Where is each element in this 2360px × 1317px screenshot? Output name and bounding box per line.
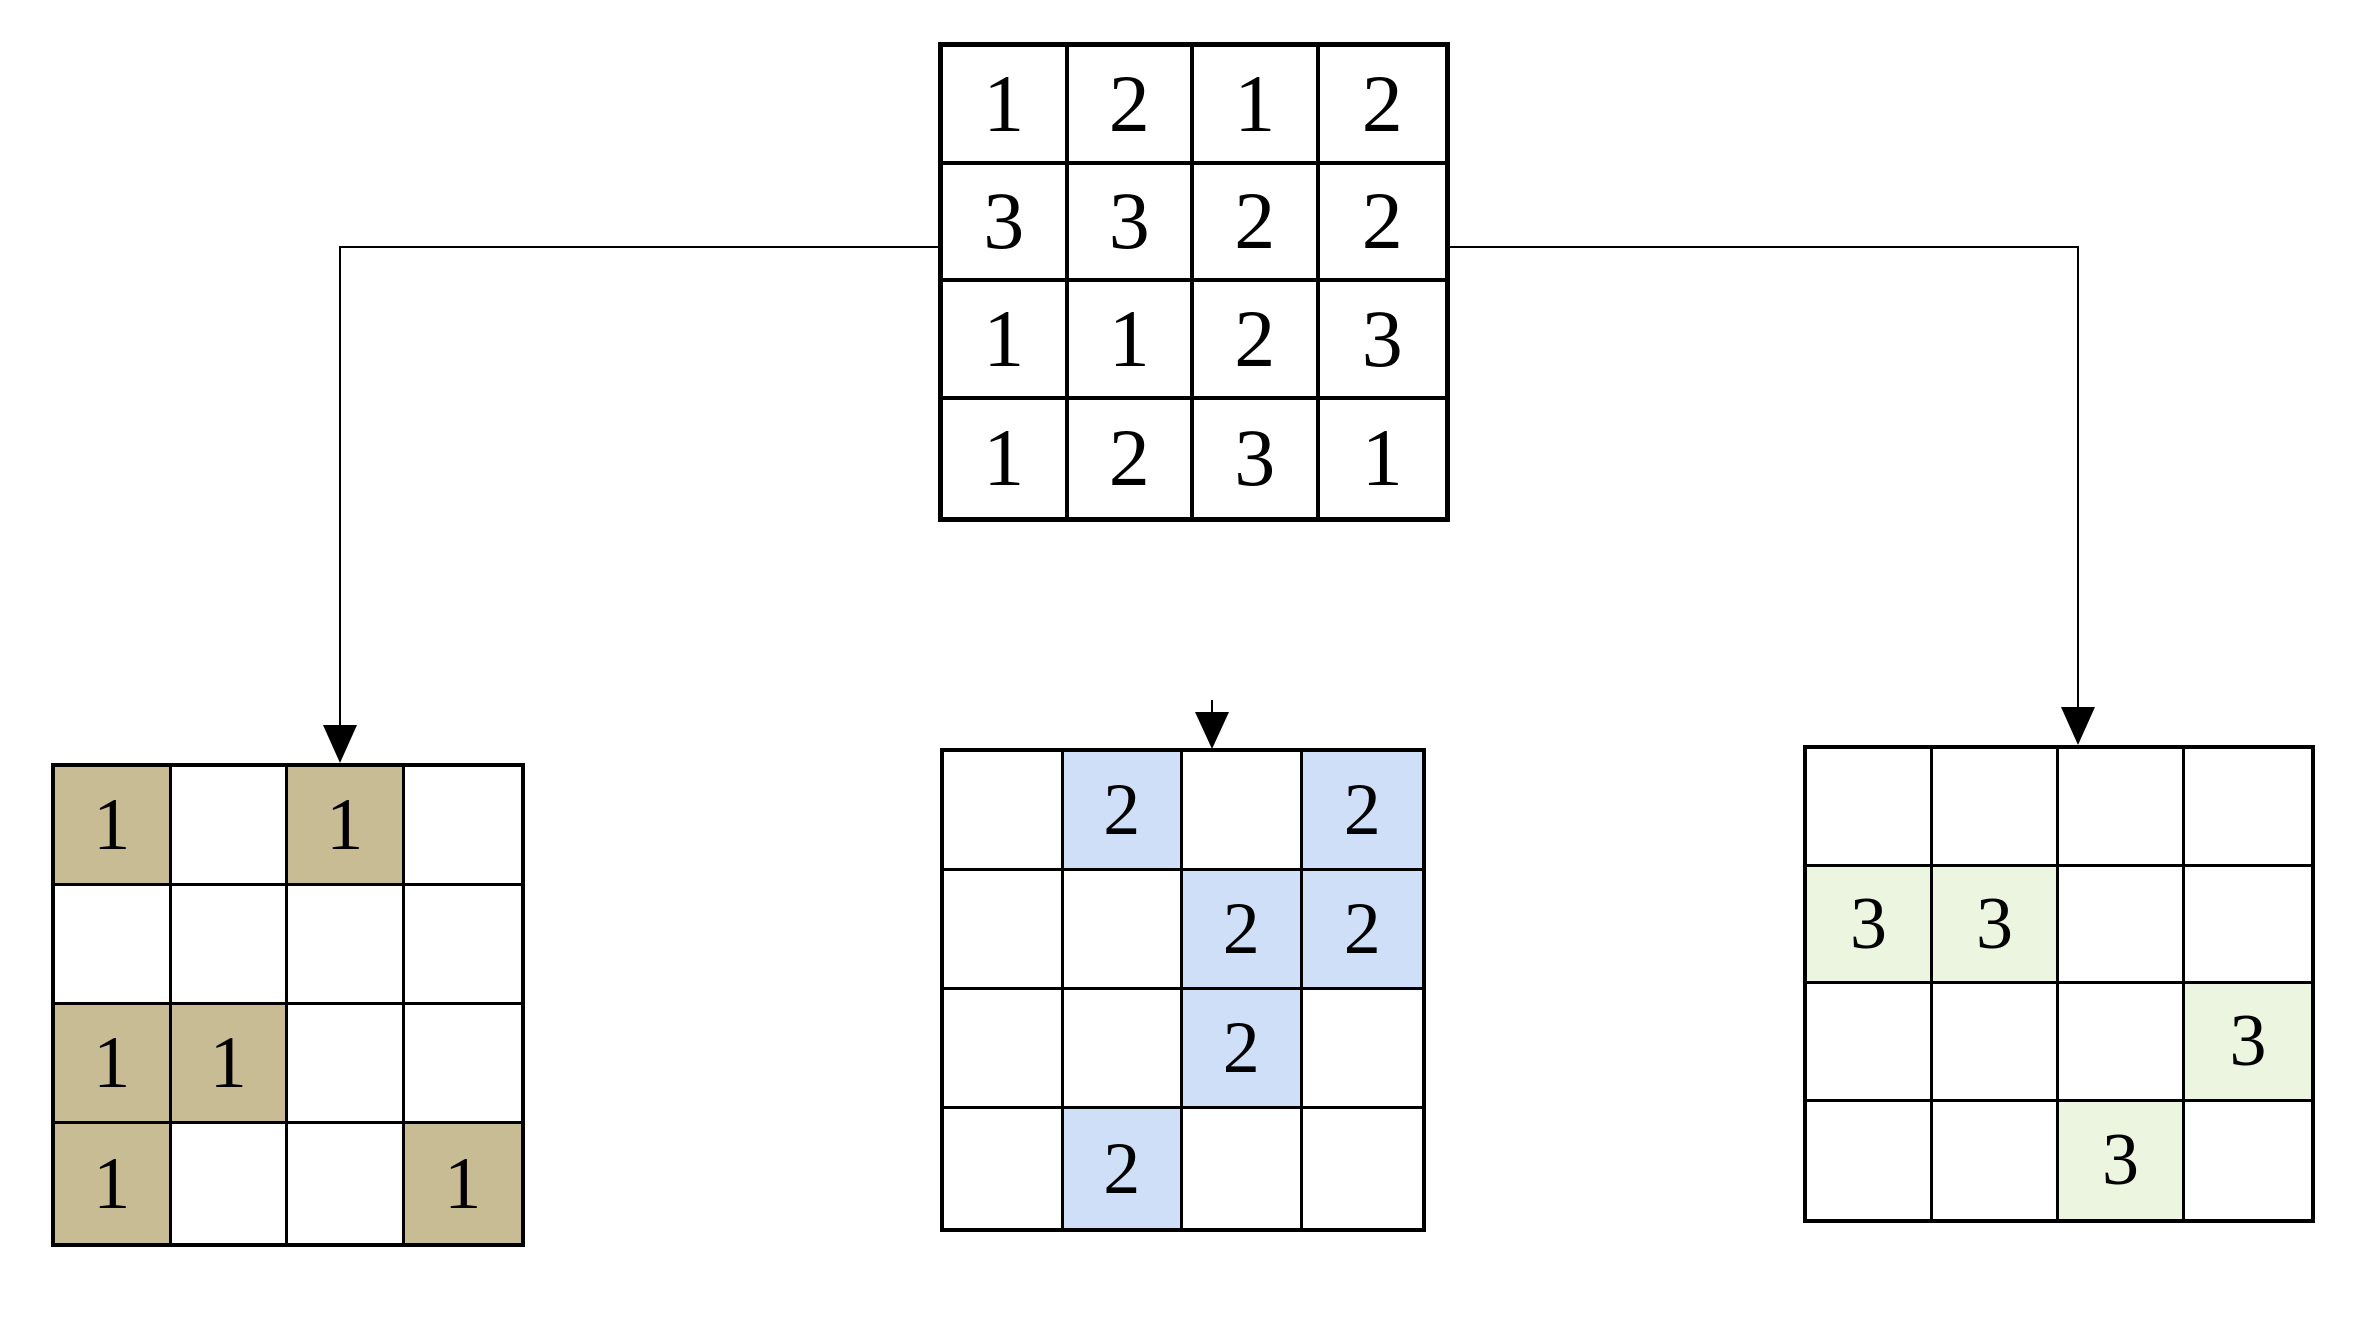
grid-cell-value: 3 (2185, 984, 2311, 1102)
grid-cell-value: 1 (1194, 47, 1320, 165)
grid-cell (404, 886, 521, 1005)
grid-cell-value: 2 (1194, 164, 1320, 282)
grid-cell-value: 1 (55, 1005, 172, 1124)
grid-cell-value: 1 (404, 1124, 521, 1243)
grid-cell (172, 1124, 288, 1243)
grid-cell-value: 2 (1069, 399, 1194, 517)
grid-cell (55, 886, 172, 1005)
grid-cell (1183, 752, 1303, 871)
arrow-down-icon (1195, 712, 1229, 749)
grid-cell (288, 1124, 405, 1243)
grid-cell-value: 2 (1063, 752, 1183, 871)
grid-cell (944, 1109, 1064, 1228)
grid-cell (1807, 1101, 1933, 1219)
grid-cell (1933, 1101, 2059, 1219)
grid-cell-value: 1 (943, 399, 1069, 517)
grid-cell (1303, 1109, 1423, 1228)
grid-cell-value: 2 (1319, 165, 1445, 282)
grid-cell-value: 1 (55, 1124, 172, 1243)
grid-cell-value: 2 (1063, 1109, 1183, 1228)
connector-line-right (1450, 246, 2079, 709)
grid-cell (1183, 1109, 1303, 1228)
grid-cell (944, 871, 1064, 990)
grid-cell-value: 3 (1194, 399, 1320, 517)
grid-cell (1063, 871, 1183, 990)
grid-cell (171, 767, 288, 886)
grid-cell (1807, 984, 1933, 1102)
connector-line-left (339, 246, 938, 727)
grid-cell-value: 1 (171, 1005, 288, 1124)
grid-cell (2185, 749, 2311, 867)
grid-cell (288, 886, 405, 1005)
grid-cell-value: 3 (1068, 164, 1194, 282)
grid-cell (2059, 749, 2185, 867)
grid-cell (1933, 984, 2059, 1102)
grid-cell (2185, 1102, 2311, 1220)
arrow-down-icon (323, 725, 357, 763)
grid-cell (1807, 749, 1933, 867)
grid-cell-value: 1 (1068, 282, 1194, 400)
grid-cell (288, 1005, 405, 1124)
grid-cell-value: 1 (943, 282, 1069, 400)
grid-cell-value: 1 (943, 47, 1069, 165)
grid-cell-value: 3 (1807, 866, 1933, 984)
grid-cell (1933, 749, 2059, 867)
grid-cell-value: 3 (943, 164, 1069, 282)
grid-cell-value: 3 (1933, 866, 2059, 984)
grid-cell-value: 2 (1319, 47, 1445, 165)
grid-cell (1302, 990, 1422, 1109)
arrow-down-icon (2061, 707, 2095, 745)
grid-cell-value: 2 (1194, 282, 1320, 400)
grid-cell (944, 752, 1064, 871)
grid-cell (2059, 984, 2185, 1102)
grid-cell-value: 2 (1302, 752, 1422, 871)
grid-cell (404, 1005, 521, 1124)
grid-cell-value: 2 (1183, 871, 1303, 990)
grid-cell-value: 3 (1319, 282, 1445, 400)
grid-cell-value: 1 (288, 767, 405, 886)
grid-cell-value: 3 (2059, 1101, 2185, 1219)
grid-cell (171, 886, 288, 1005)
grid-cell (2059, 866, 2185, 984)
grid-cell (2185, 867, 2311, 984)
grid-cell (944, 990, 1064, 1109)
grid-cell-value: 2 (1068, 47, 1194, 165)
grid-cell (404, 767, 521, 886)
grid-cell-value: 1 (1361, 412, 1403, 504)
grid-cell (1063, 990, 1183, 1109)
grid-cell-value: 1 (55, 767, 172, 886)
grid-cell-value: 2 (1183, 990, 1303, 1109)
grid-cell-value: 2 (1302, 871, 1422, 990)
